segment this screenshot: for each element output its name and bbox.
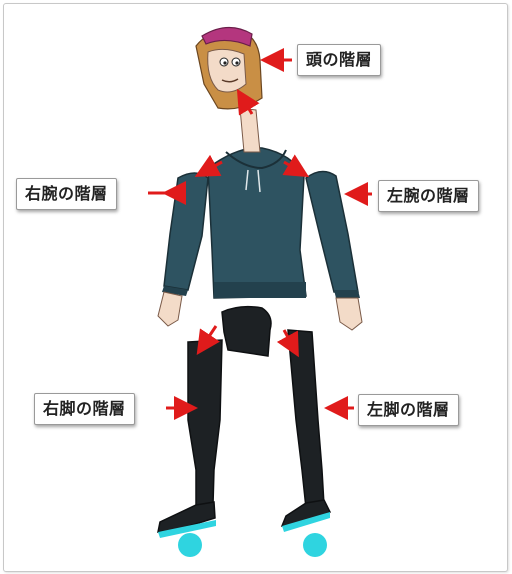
- left-arm: [305, 170, 363, 331]
- pelvis: [221, 305, 272, 357]
- left-leg: [280, 329, 332, 527]
- label-head-hierarchy: 頭の階層: [297, 44, 382, 76]
- left-foot-marker: [303, 533, 327, 557]
- arrow-head-neck: [236, 88, 260, 116]
- label-right-arm-hierarchy: 右腕の階層: [16, 178, 117, 210]
- arrow-left-arm-shoulder: [282, 154, 310, 178]
- label-left-arm-hierarchy: 左腕の階層: [378, 180, 479, 212]
- label-left-leg-hierarchy: 左脚の階層: [358, 394, 459, 426]
- left-shoe-sole: [282, 512, 330, 532]
- arrow-right-arm-shoulder: [194, 154, 223, 177]
- arrow-left-leg-hip: [276, 329, 299, 358]
- head: [195, 26, 263, 110]
- neck: [239, 107, 261, 153]
- right-leg: [157, 339, 223, 533]
- arrow-right-leg-hip: [196, 325, 220, 355]
- right-shoe-sole: [158, 520, 216, 538]
- label-right-leg-hierarchy: 右脚の階層: [34, 393, 135, 425]
- torso: [207, 147, 307, 299]
- right-arm: [157, 172, 209, 327]
- right-foot-marker: [178, 533, 202, 557]
